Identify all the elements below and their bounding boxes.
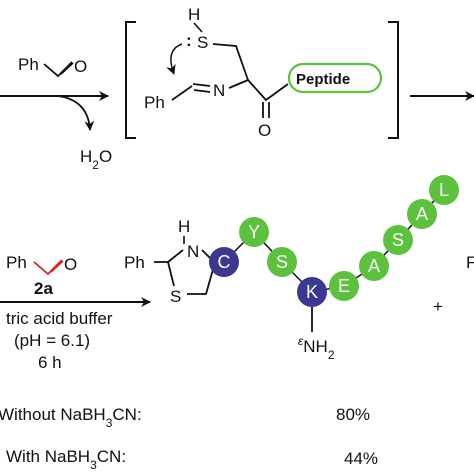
condition-time: 6 h (38, 353, 62, 372)
svg-text:A: A (416, 204, 428, 224)
carbonyl-o: O (258, 121, 271, 140)
bead-e: E (329, 271, 359, 301)
svg-text:K: K (306, 282, 318, 302)
svg-text:L: L (439, 180, 449, 200)
results: Without NaBH3CN: 80% With NaBH3CN: 44% (0, 405, 378, 472)
thiazolidine-ring (167, 249, 215, 295)
imine-bond (171, 85, 193, 101)
ring-n: N (187, 242, 199, 261)
svg-text:A: A (368, 256, 380, 276)
product-ph: Ph (124, 253, 145, 272)
imine-double-bond (193, 89, 211, 93)
bottom-reagent-bond (33, 259, 63, 276)
bottom-reagent-ph: Ph (6, 253, 27, 272)
calpha-carbonyl-bond (247, 79, 289, 102)
svg-text:E: E (338, 276, 350, 296)
peptide-outline (287, 62, 383, 94)
peptide-label: Peptide (296, 71, 350, 88)
bead-a1: A (359, 251, 389, 281)
thiol-h: H (188, 5, 200, 24)
nucleophilic-arrow (166, 43, 183, 75)
water-branch-arrow (57, 95, 95, 131)
ring-s: S (170, 287, 181, 306)
bead-a2: A (407, 199, 437, 229)
result-label-without: Without NaBH3CN: (0, 405, 142, 430)
bead-s1: S (267, 247, 297, 277)
bottom-scheme: Ph O 2a tric acid buffer (pH = 6.1) 6 h … (0, 175, 474, 372)
condition-buffer: tric acid buffer (6, 309, 113, 328)
n-calpha-bond (228, 79, 249, 89)
bottom-reagent-double (50, 260, 64, 273)
top-reagent-bond (43, 61, 73, 78)
cys-side-chain (212, 43, 249, 81)
condition-ph: (pH = 6.1) (14, 331, 90, 350)
top-reagent-o: O (74, 57, 87, 76)
svg-text:S: S (276, 252, 288, 272)
bead-c: C (209, 247, 239, 277)
svg-text:S: S (392, 230, 404, 250)
right-bracket (388, 21, 399, 139)
top-scheme: Ph O H2O H : S Ph N O (0, 5, 474, 172)
top-reagent-ph: Ph (18, 55, 39, 74)
imine-ph: Ph (144, 93, 165, 112)
lys-amine: εNH2 (298, 334, 335, 362)
left-bracket (125, 21, 136, 139)
result-label-with: With NaBH3CN: (6, 447, 126, 472)
plus-sign: + (433, 297, 443, 316)
svg-text:Y: Y (248, 222, 260, 242)
cut-off-letter: F (466, 253, 474, 272)
top-reagent-double-bond (60, 62, 74, 75)
bottom-reagent-o: O (64, 255, 77, 274)
lone-pair: : (186, 31, 192, 50)
reagent-label-2a: 2a (34, 279, 53, 298)
imine-double-bond-2 (192, 83, 211, 87)
bead-k: K (297, 277, 327, 307)
result-value-without: 80% (336, 405, 370, 424)
imine-n: N (213, 81, 225, 100)
sh-bond (193, 22, 203, 33)
byproduct-water: H2O (80, 147, 112, 172)
ring-h: H (178, 217, 190, 236)
svg-text:C: C (218, 252, 231, 272)
bead-y: Y (239, 217, 269, 247)
bead-s2: S (383, 225, 413, 255)
thiol-s: S (197, 33, 208, 52)
bead-l: L (429, 175, 459, 205)
result-value-with: 44% (344, 449, 378, 468)
